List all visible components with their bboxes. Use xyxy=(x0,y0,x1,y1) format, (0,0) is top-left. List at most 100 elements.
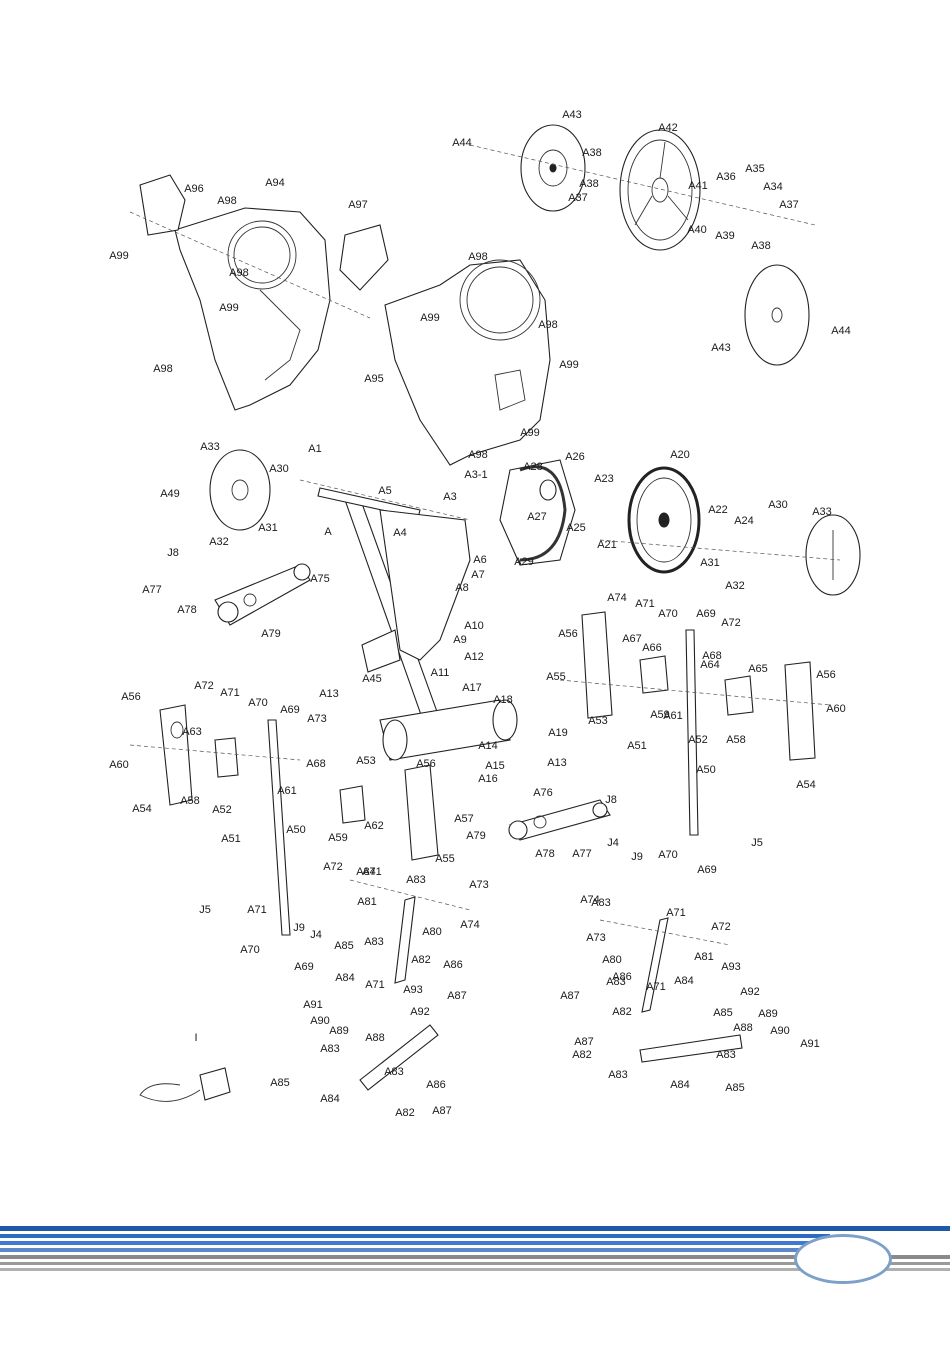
part-label: A43 xyxy=(711,342,731,354)
part-label: A8 xyxy=(455,582,468,594)
part-label: A28 xyxy=(523,461,543,473)
part-label: A85 xyxy=(725,1082,745,1094)
part-label: A44 xyxy=(452,137,472,149)
crank-disc-a33-left xyxy=(209,449,271,531)
part-label: A43 xyxy=(562,109,582,121)
part-label: A89 xyxy=(758,1008,778,1020)
part-label: A27 xyxy=(527,511,547,523)
part-label: A59 xyxy=(328,832,348,844)
part-label: A31 xyxy=(700,557,720,569)
part-label: A36 xyxy=(716,171,736,183)
part-label: A21 xyxy=(597,539,617,551)
part-label: A91 xyxy=(303,999,323,1011)
part-label: A52 xyxy=(212,804,232,816)
part-label: A26 xyxy=(565,451,585,463)
part-label: J8 xyxy=(167,547,179,559)
part-label: A14 xyxy=(478,740,498,752)
part-label: A74 xyxy=(607,592,627,604)
part-label: A24 xyxy=(734,515,754,527)
part-label: A88 xyxy=(365,1032,385,1044)
left-shroud-a94 xyxy=(139,174,331,411)
link-arm-a76 xyxy=(508,799,611,841)
part-label: A71 xyxy=(247,904,267,916)
part-label: A69 xyxy=(697,864,717,876)
part-label: A72 xyxy=(721,617,741,629)
part-label: A45 xyxy=(362,673,382,685)
part-label: A85 xyxy=(713,1007,733,1019)
part-label: A85 xyxy=(270,1077,290,1089)
part-label: A54 xyxy=(796,779,816,791)
part-label: A40 xyxy=(687,224,707,236)
part-labels: AA1A3A3-1A4A5A6A7A8A9A10A11A12A13A13A14A… xyxy=(109,109,851,1119)
part-label: A79 xyxy=(466,830,486,842)
part-label: A81 xyxy=(694,951,714,963)
part-label: A90 xyxy=(310,1015,330,1027)
part-label: A83 xyxy=(406,874,426,886)
part-label: A83 xyxy=(320,1043,340,1055)
part-label: A60 xyxy=(109,759,129,771)
part-label: A58 xyxy=(726,734,746,746)
part-label: A38 xyxy=(579,178,599,190)
part-label: A29 xyxy=(514,556,534,568)
part-label: A84 xyxy=(335,972,355,984)
part-label: A71 xyxy=(666,907,686,919)
part-label: A44 xyxy=(831,325,851,337)
part-label: A84 xyxy=(356,866,376,878)
part-label: A98 xyxy=(538,319,558,331)
part-label: A85 xyxy=(334,940,354,952)
part-label: A93 xyxy=(721,961,741,973)
part-label: A99 xyxy=(520,427,540,439)
part-label: A69 xyxy=(696,608,716,620)
part-label: A53 xyxy=(356,755,376,767)
disc-a43-top xyxy=(520,124,586,212)
part-label: A61 xyxy=(277,785,297,797)
part-label: A52 xyxy=(688,734,708,746)
part-label: A50 xyxy=(286,824,306,836)
part-label: J5 xyxy=(199,904,211,916)
part-label: A74 xyxy=(460,919,480,931)
part-label: J8 xyxy=(605,794,617,806)
part-label: A86 xyxy=(426,1079,446,1091)
part-label: A82 xyxy=(572,1049,592,1061)
lower-link-a80-left xyxy=(359,896,439,1091)
part-label: A33 xyxy=(200,441,220,453)
part-label: A98 xyxy=(153,363,173,375)
part-label: A41 xyxy=(688,180,708,192)
part-label: A32 xyxy=(209,536,229,548)
part-label: A57 xyxy=(454,813,474,825)
side-housing-a55-right xyxy=(581,611,613,719)
right-shroud-a95 xyxy=(339,224,551,466)
part-label: A12 xyxy=(464,651,484,663)
disc-a43-right xyxy=(744,264,810,366)
part-label: A87 xyxy=(560,990,580,1002)
part-label: A64 xyxy=(700,659,720,671)
pulley-a20 xyxy=(627,466,701,574)
part-label: A78 xyxy=(177,604,197,616)
part-label: A63 xyxy=(182,726,202,738)
part-label: A97 xyxy=(348,199,368,211)
part-label: A98 xyxy=(468,449,488,461)
part-label: A31 xyxy=(258,522,278,534)
part-label: A68 xyxy=(306,758,326,770)
part-label: A32 xyxy=(725,580,745,592)
part-label: A69 xyxy=(294,961,314,973)
part-label: A17 xyxy=(462,682,482,694)
part-label: A70 xyxy=(248,697,268,709)
part-label: A37 xyxy=(568,192,588,204)
part-label: A13 xyxy=(547,757,567,769)
part-label: A83 xyxy=(591,897,611,909)
part-label: A83 xyxy=(608,1069,628,1081)
part-label: J4 xyxy=(607,837,619,849)
part-label: A69 xyxy=(280,704,300,716)
part-label: A98 xyxy=(468,251,488,263)
part-label: A99 xyxy=(109,250,129,262)
part-label: A49 xyxy=(160,488,180,500)
part-label: A60 xyxy=(826,703,846,715)
part-label: A88 xyxy=(733,1022,753,1034)
part-label: A84 xyxy=(320,1093,340,1105)
side-housing-a55-center xyxy=(404,764,439,861)
part-label: A70 xyxy=(658,608,678,620)
part-label: A83 xyxy=(364,936,384,948)
part-label: J9 xyxy=(293,922,305,934)
